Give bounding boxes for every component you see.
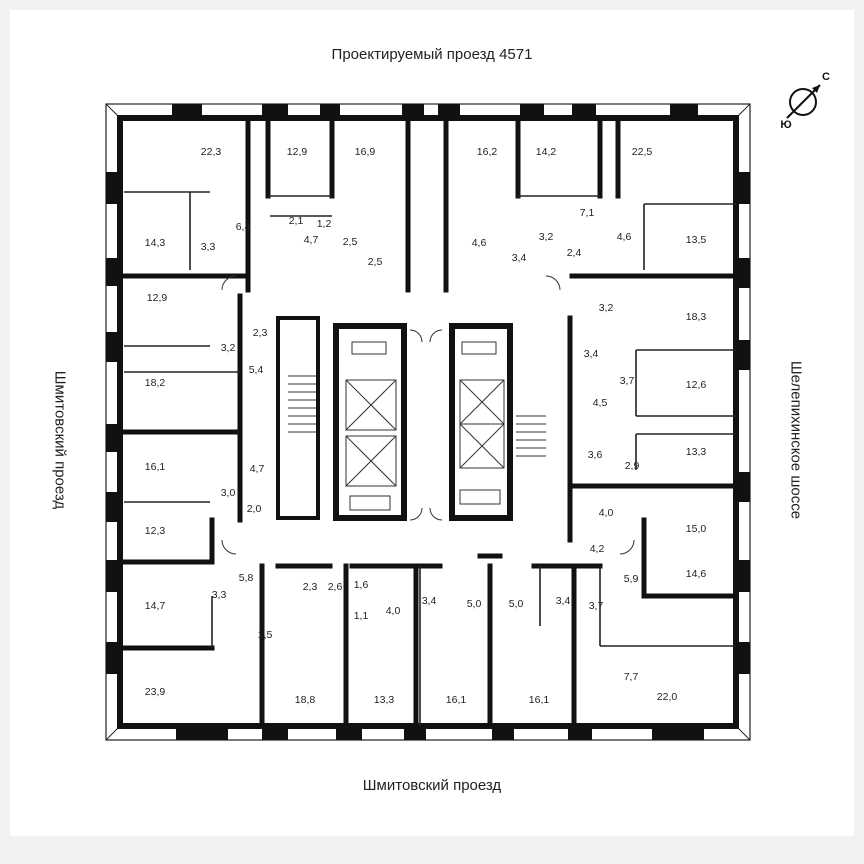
room-area-label: 4,6 (617, 231, 632, 243)
compass-icon: С Ю (780, 71, 830, 131)
room-area-label: 3,3 (201, 241, 216, 253)
room-area-label: 5,9 (624, 573, 639, 585)
room-area-label: 4,7 (304, 234, 319, 246)
room-area-label: 2,3 (253, 327, 268, 339)
room-area-label: 13,3 (686, 446, 707, 458)
room-area-label: 3,7 (620, 375, 635, 387)
room-area-label: 12,9 (147, 292, 168, 304)
room-area-label: 6,4 (236, 221, 251, 233)
room-area-label: 2,9 (625, 460, 640, 472)
room-area-label: 2,1 (289, 215, 304, 227)
room-area-label: 16,9 (355, 146, 376, 158)
room-area-label: 3,4 (422, 595, 437, 607)
room-area-label: 12,6 (686, 379, 707, 391)
room-area-label: 23,9 (145, 686, 166, 698)
room-area-label: 4,0 (599, 507, 614, 519)
room-area-label: 3,2 (539, 231, 554, 243)
room-area-label: 3,7 (589, 600, 604, 612)
stair-left (288, 375, 316, 433)
room-area-label: 3,4 (512, 252, 527, 264)
room-area-label: 5,4 (249, 364, 264, 376)
plan-sheet (10, 10, 854, 836)
room-area-label: 7,7 (624, 671, 639, 683)
room-area-label: 18,2 (145, 377, 166, 389)
room-area-label: 22,3 (201, 146, 222, 158)
room-area-label: 14,6 (686, 568, 707, 580)
room-area-label: 16,1 (529, 694, 550, 706)
room-area-label: 1,6 (354, 579, 369, 591)
compass-south-letter: Ю (780, 119, 791, 131)
room-area-label: 4,7 (250, 463, 265, 475)
facade-piers (106, 104, 750, 740)
room-area-label: 1,1 (354, 610, 369, 622)
room-area-label: 22,0 (657, 691, 678, 703)
room-area-label: 22,5 (632, 146, 653, 158)
room-area-label: 2,5 (343, 236, 358, 248)
room-area-label: 12,3 (145, 525, 166, 537)
room-area-label: 14,2 (536, 146, 557, 158)
room-area-label: 3,2 (221, 342, 236, 354)
room-area-label: 2,0 (247, 503, 262, 515)
room-labels: 22,3 12,9 16,9 16,2 14,2 22,5 14,3 3,3 6… (145, 146, 707, 706)
room-area-label: 3,3 (212, 589, 227, 601)
room-area-label: 13,3 (374, 694, 395, 706)
stair-right (516, 415, 546, 457)
room-area-label: 16,1 (446, 694, 467, 706)
room-area-label: 16,2 (477, 146, 498, 158)
room-area-label: 1,2 (317, 218, 332, 230)
room-area-label: 12,9 (287, 146, 308, 158)
room-area-label: 18,3 (686, 311, 707, 323)
room-area-label: 14,3 (145, 237, 166, 249)
room-area-label: 2,3 (303, 581, 318, 593)
room-area-label: 2,6 (328, 581, 343, 593)
room-area-label: 5,0 (467, 598, 482, 610)
partition-walls (124, 191, 736, 726)
room-area-label: 4,0 (386, 605, 401, 617)
room-area-label: 3,2 (599, 302, 614, 314)
room-area-label: 2,5 (368, 256, 383, 268)
building-outline (105, 103, 751, 741)
room-area-label: 1,5 (258, 629, 273, 641)
room-area-label: 7,1 (580, 207, 595, 219)
room-area-label: 3,0 (221, 487, 236, 499)
room-area-label: 13,5 (686, 234, 707, 246)
room-area-label: 14,7 (145, 600, 166, 612)
room-area-label: 4,5 (593, 397, 608, 409)
room-area-label: 3,6 (588, 449, 603, 461)
street-label-bottom: Шмитовский проезд (362, 777, 502, 794)
street-label-top: Проектируемый проезд 4571 (331, 46, 533, 63)
room-area-label: 4,2 (590, 543, 605, 555)
room-area-label: 18,8 (295, 694, 316, 706)
room-area-label: 3,4 (556, 595, 571, 607)
core-details (221, 275, 635, 555)
compass-north-letter: С (822, 71, 830, 83)
room-area-label: 3,4 (584, 348, 599, 360)
structural-walls (117, 115, 739, 729)
room-area-label: 5,0 (509, 598, 524, 610)
room-area-label: 5,8 (239, 572, 254, 584)
room-area-label: 15,0 (686, 523, 707, 535)
room-area-label: 4,6 (472, 237, 487, 249)
room-area-label: 2,4 (567, 247, 582, 259)
room-area-label: 16,1 (145, 461, 166, 473)
